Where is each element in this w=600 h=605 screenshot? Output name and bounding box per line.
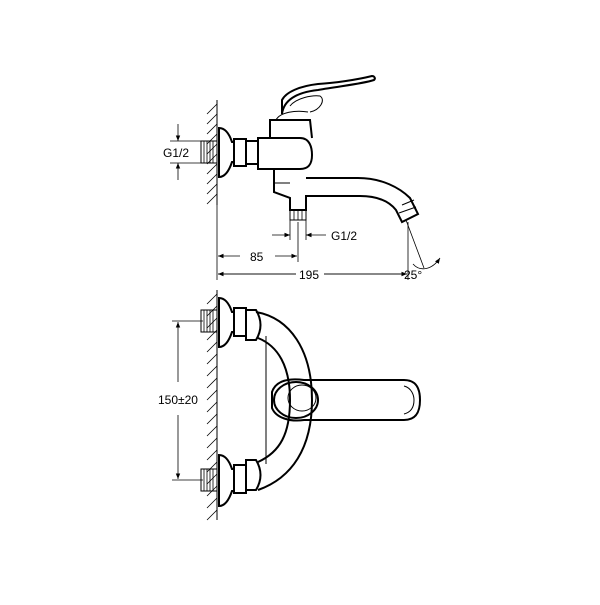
dimension-85: 85: [216, 205, 299, 280]
wall-top-view: [206, 290, 218, 521]
spout-angle-label: 25°: [404, 268, 422, 282]
dimension-195: 195: [218, 222, 409, 282]
lever-handle-side: [281, 74, 376, 115]
wall-side-view: [206, 100, 218, 205]
inlet-thread-label: G1/2: [163, 146, 189, 160]
mixer-body-top: [255, 311, 314, 491]
spout-side: [306, 177, 420, 224]
spout-thread-dimension: G1/2: [272, 218, 357, 243]
dimension-195-label: 195: [299, 268, 319, 282]
mixer-body-side: [257, 110, 314, 211]
spout-thread-label: G1/2: [331, 229, 357, 243]
spout-thread-side: [289, 209, 307, 221]
side-view: G1/2 G1/2 85 195: [163, 74, 441, 282]
top-view: 150±20: [158, 290, 422, 521]
inlet-spacing-label: 150±20: [158, 393, 198, 407]
dimension-85-label: 85: [250, 250, 264, 264]
upper-inlet-top: [200, 296, 262, 349]
inlet-spacing-dimension: 150±20: [158, 320, 203, 481]
lower-inlet-top: [200, 453, 262, 508]
spout-angle-dimension: 25°: [404, 219, 441, 282]
inlet-thread-dimension: G1/2: [163, 124, 203, 180]
lever-handle-top: [271, 378, 422, 422]
escutcheon-side: [218, 126, 259, 179]
inlet-thread-side: [200, 140, 218, 164]
